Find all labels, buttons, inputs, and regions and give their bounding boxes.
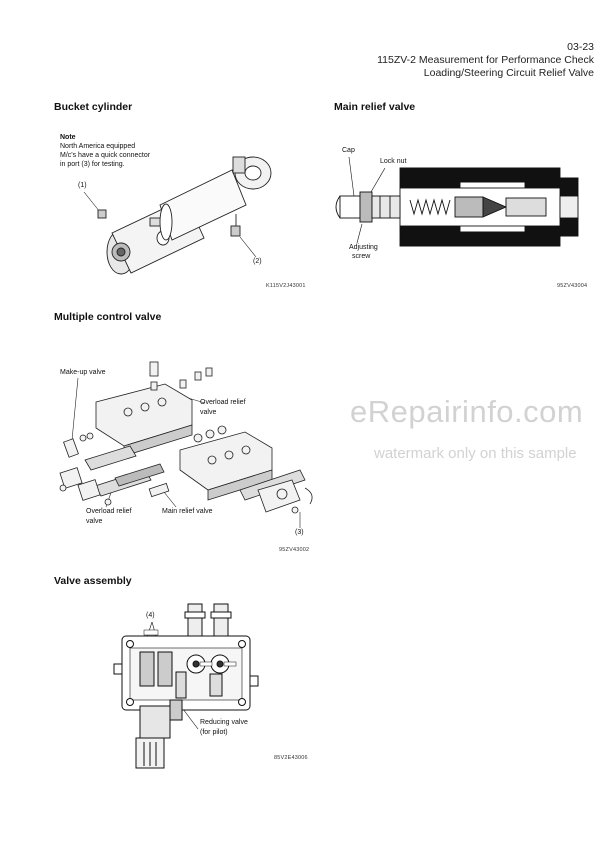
figure-code-valve-assembly: 85V2E43006 [274, 755, 308, 761]
label-adjusting-line-1: Adjusting [349, 244, 378, 251]
page-title: 115ZV-2 Measurement for Performance Chec… [377, 54, 594, 66]
label-main-relief-valve: Main relief valve [162, 508, 213, 515]
note-line-1: North America equipped [60, 143, 136, 150]
watermark-note: watermark only on this sample [374, 445, 577, 462]
label-reducing-valve-2: (for pilot) [200, 729, 228, 736]
label-overload-relief-top-1: Overload relief [200, 399, 246, 406]
label-overload-relief-top-2: valve [200, 409, 217, 416]
label-adjusting-line-2: screw [352, 253, 371, 260]
note-title: Note [60, 134, 76, 141]
label-overload-relief-bottom-1: Overload relief [86, 508, 132, 515]
page-subtitle: Loading/Steering Circuit Relief Valve [423, 67, 594, 79]
section-heading-valve-assembly: Valve assembly [54, 575, 132, 587]
figure-code-multiple-control-valve: 95ZV43002 [279, 547, 310, 553]
label-lock-nut: Lock nut [380, 158, 407, 165]
label-makeup-valve: Make-up valve [60, 369, 106, 376]
section-heading-bucket-cylinder: Bucket cylinder [54, 101, 133, 113]
callout-1: (1) [78, 182, 87, 189]
figure-code-bucket-cylinder: K115V2J43001 [266, 283, 306, 289]
section-heading-multiple-control-valve: Multiple control valve [54, 311, 162, 323]
watermark-brand: eRepairinfo.com [350, 394, 584, 429]
note-line-3: in port (3) for testing. [60, 161, 125, 168]
page-number: 03-23 [567, 41, 594, 53]
section-heading-main-relief-valve: Main relief valve [334, 101, 416, 113]
figure-code-main-relief-valve: 95ZV43004 [557, 283, 588, 289]
callout-2: (2) [253, 258, 262, 265]
callout-3: (3) [295, 529, 304, 536]
label-reducing-valve-1: Reducing valve [200, 719, 248, 726]
label-overload-relief-bottom-2: valve [86, 518, 103, 525]
callout-4: (4) [146, 612, 155, 619]
label-cap: Cap [342, 147, 355, 154]
note-line-2: M/c's have a quick connector [60, 152, 151, 159]
